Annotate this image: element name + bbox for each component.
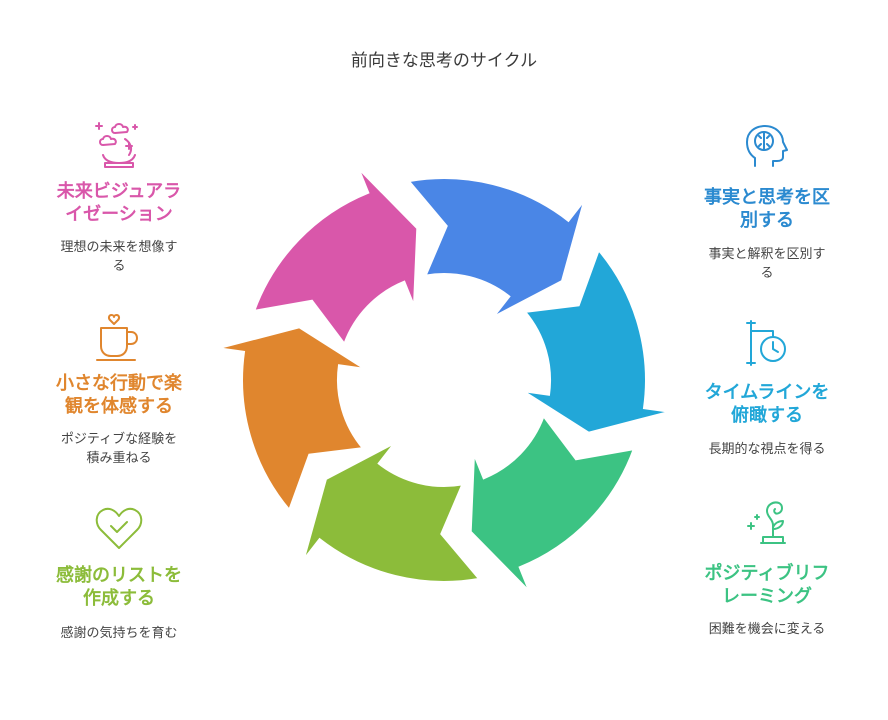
step-heading-1: 事実と思考を区別する (704, 187, 830, 231)
arrow-pink (252, 167, 419, 346)
step-desc-6: 理想の未来を想像する (60, 240, 178, 274)
step-desc-2: 長期的な視点を得る (708, 442, 826, 457)
timeline-clock-icon (746, 320, 786, 366)
step-heading-2: タイムラインを俯瞰する (704, 382, 830, 426)
step-heading-5: 小さな行動で楽観を体感する (56, 373, 182, 417)
step-desc-5: ポジティブな経験を積み重ねる (60, 432, 178, 466)
step-heading-3: ポジティブリフレーミング (704, 563, 830, 607)
crystal-ball-icon (95, 122, 138, 168)
arrow-cyan (522, 248, 671, 434)
arrow-lime (302, 442, 481, 583)
plant-sparkle-icon (747, 501, 786, 544)
arrow-orange (217, 326, 366, 512)
arrow-green (469, 414, 636, 593)
arrow-blue (407, 177, 586, 318)
step-heading-4: 感謝のリストを作成する (56, 565, 182, 609)
step-heading-6: 未来ビジュアライゼーション (56, 181, 182, 225)
step-desc-3: 困難を機会に変える (708, 622, 826, 637)
heart-check-icon (95, 507, 143, 549)
head-brain-icon (746, 125, 788, 167)
coffee-cup-icon (96, 314, 138, 361)
page-title: 前向きな思考のサイクル (350, 51, 538, 71)
step-desc-1: 事実と解釈を区別する (708, 247, 826, 281)
step-desc-4: 感謝の気持ちを育む (60, 626, 178, 641)
